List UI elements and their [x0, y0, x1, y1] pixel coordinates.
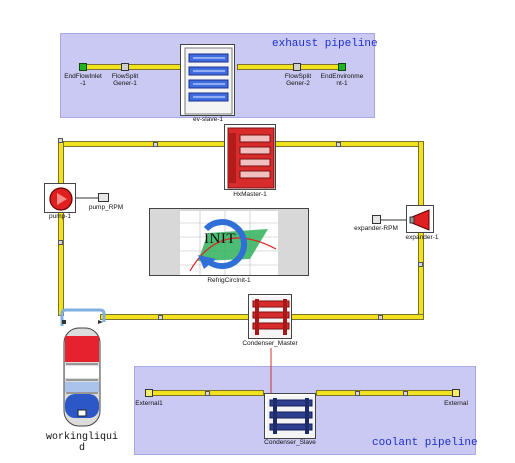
init-badge: INIT: [204, 231, 236, 247]
flow-split-2-label: FlowSplit Gener-2: [277, 73, 319, 88]
pipe-connector: [205, 391, 210, 396]
working-liquid-label-line1: workingliqui: [45, 432, 118, 443]
rpm-signal-icon[interactable]: [372, 215, 381, 224]
working-liquid-label-line2: d: [78, 443, 85, 454]
expander-block[interactable]: [406, 205, 434, 233]
pump-block[interactable]: [44, 183, 76, 213]
hx-master-label: HxMaster-1: [233, 191, 267, 198]
flow-split-1-label: FlowSplit Gener-1: [104, 73, 146, 88]
working-fluid-tank-icon: [60, 308, 106, 427]
expander-icon: [409, 209, 430, 231]
working-liquid-label: workingliqui d: [42, 432, 122, 454]
pump-icon: [49, 187, 73, 211]
boundary-port-icon[interactable]: [452, 389, 460, 397]
condenser-master-label: Condenser_Master: [242, 340, 298, 347]
pump-label: pump-1: [48, 213, 72, 220]
end-flow-inlet-icon[interactable]: [79, 63, 87, 71]
master-slave-link-line: [270, 348, 272, 394]
condenser-slave-icon: [267, 396, 315, 438]
flow-split-1-icon[interactable]: [121, 63, 129, 71]
pipe-connector: [355, 391, 360, 396]
ev-slave-block[interactable]: [180, 44, 235, 116]
loop-pipe-left[interactable]: [58, 141, 64, 316]
exhaust-pipe-right[interactable]: [237, 64, 340, 70]
condenser-slave-block[interactable]: [264, 393, 316, 439]
flow-split-1-label-line1: FlowSplit: [111, 73, 139, 80]
boundary-port-icon[interactable]: [145, 389, 153, 397]
loop-pipe-top-right[interactable]: [275, 141, 424, 147]
expander-label: expander-1: [405, 234, 439, 241]
condenser-slave-label: Condenser_Slave: [264, 439, 316, 446]
exhaust-pipe-left[interactable]: [86, 64, 182, 70]
pump-signal-line: [76, 197, 98, 199]
refrig-init-block[interactable]: [149, 208, 309, 276]
external-2-label: External: [444, 400, 468, 407]
pipe-connector: [418, 262, 423, 267]
ev-slave-label: ev-slave-1: [193, 116, 223, 123]
init-cycle-icon: [150, 209, 308, 275]
end-environment-label: EndEnvironme nt-1: [317, 73, 367, 88]
expander-signal-line: [381, 219, 407, 221]
coolant-pipeline-title: coolant pipeline: [372, 437, 478, 449]
external-1-label: External1: [135, 400, 163, 407]
coolant-pipe-right[interactable]: [316, 390, 456, 396]
pipe-connector: [378, 315, 383, 320]
condenser-master-icon: [251, 297, 291, 338]
expander-rpm-label: expander-RPM: [354, 225, 398, 232]
pipe-connector: [58, 240, 63, 245]
flow-split-1-label-line2: Gener-1: [113, 79, 137, 87]
pipe-connector: [58, 138, 63, 143]
pipe-connector: [403, 391, 408, 396]
end-flow-inlet-label: EndFlowInlet -1: [60, 73, 106, 88]
pipe-connector: [336, 142, 341, 147]
heat-exchanger-master-icon: [227, 127, 275, 189]
end-environment-label-line2: nt-1: [336, 79, 348, 87]
pipe-connector: [158, 315, 163, 320]
end-flow-inlet-label-line2: -1: [80, 79, 86, 87]
rpm-signal-icon[interactable]: [98, 193, 109, 202]
end-flow-inlet-label-line1: EndFlowInlet: [64, 73, 102, 80]
end-environment-label-line1: EndEnvironme: [320, 73, 364, 80]
loop-pipe-bottom-left[interactable]: [100, 314, 249, 320]
evaporator-slave-icon: [184, 47, 233, 115]
pump-rpm-label: pump_RPM: [88, 204, 124, 211]
hx-master-block[interactable]: [224, 124, 276, 190]
loop-pipe-top-left[interactable]: [58, 141, 226, 147]
refrig-init-label: RefrigCircInit-1: [207, 277, 251, 284]
flow-split-2-label-line1: FlowSplit: [284, 73, 312, 80]
condenser-master-block[interactable]: [248, 294, 292, 339]
flow-split-2-label-line2: Gener-2: [286, 79, 310, 87]
flow-split-2-icon[interactable]: [293, 63, 301, 71]
exhaust-pipeline-title: exhaust pipeline: [272, 38, 378, 50]
working-liquid-tank[interactable]: [56, 308, 108, 432]
loop-pipe-bottom-right[interactable]: [291, 314, 424, 320]
end-environment-icon[interactable]: [338, 63, 346, 71]
pipe-connector: [153, 142, 158, 147]
